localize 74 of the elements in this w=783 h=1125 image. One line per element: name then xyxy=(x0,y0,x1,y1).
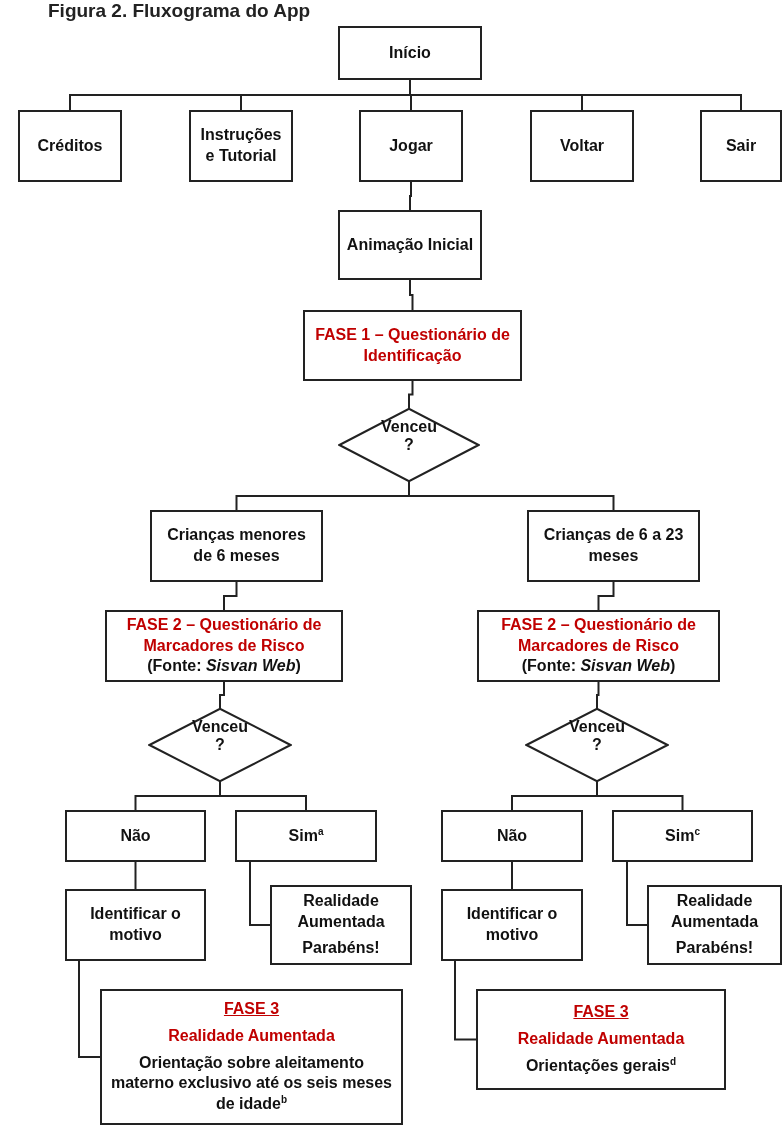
decision-label: Venceu ? xyxy=(191,718,249,755)
connector-line xyxy=(409,279,414,311)
box-label: Sim$^{c}$ xyxy=(664,825,701,846)
process-box xyxy=(612,810,753,862)
box-label: Crianças de 6 a 23 meses xyxy=(542,525,685,566)
process-box xyxy=(18,110,122,182)
decision-diamond xyxy=(148,708,292,782)
decision-diamond xyxy=(525,708,669,782)
connector-line xyxy=(249,861,271,926)
process-box xyxy=(270,885,412,965)
process-box xyxy=(189,110,293,182)
source-note: (Fonte: Sisvan Web) xyxy=(520,656,677,677)
process-box xyxy=(527,510,700,582)
process-box xyxy=(441,810,583,862)
connector-line xyxy=(408,380,414,409)
connector-line xyxy=(409,79,742,111)
connector-line xyxy=(596,681,600,709)
process-box xyxy=(359,110,463,182)
box-label: Início xyxy=(388,42,432,63)
decision-label: Venceu ? xyxy=(380,418,438,455)
decision-label: Venceu ? xyxy=(568,718,626,755)
process-box xyxy=(647,885,782,965)
phase-box xyxy=(477,610,720,682)
phase-box xyxy=(100,989,403,1125)
connector-line xyxy=(78,960,101,1058)
box-label: Jogar xyxy=(388,135,434,156)
figure-title: Figura 2. Fluxograma do App xyxy=(48,0,311,22)
box-sublabel: Parabéns! xyxy=(301,938,381,959)
connector-line xyxy=(511,861,513,890)
process-box xyxy=(65,889,206,961)
box-label: Sair xyxy=(724,135,758,156)
process-box xyxy=(530,110,634,182)
phase-title: Realidade Aumentada xyxy=(516,1029,686,1050)
box-label: Crianças menores de 6 meses xyxy=(166,525,307,566)
phase-description: Orientação sobre aleitamento materno exclusivo até os seis meses de idade$^{b}$ xyxy=(109,1052,393,1115)
phase-title: FASE 1 – Questionário de Identificação xyxy=(314,324,511,366)
connector-line xyxy=(626,861,648,926)
phase-title: Realidade Aumentada xyxy=(167,1025,336,1046)
phase-heading: FASE 3 xyxy=(222,999,281,1019)
process-box xyxy=(235,810,377,862)
box-label: Não xyxy=(119,825,152,846)
process-box xyxy=(338,210,482,280)
box-label: Identificar o motivo xyxy=(465,904,559,945)
phase-title: FASE 2 – Questionário de Marcadores de Risco xyxy=(125,614,323,656)
process-box xyxy=(441,889,583,961)
phase-title: FASE 2 – Questionário de Marcadores de Risco xyxy=(500,614,697,656)
box-label: Realidade Aumentada xyxy=(296,890,386,932)
connector-line xyxy=(454,960,477,1041)
phase-box xyxy=(476,989,726,1090)
box-label: Instruções e Tutorial xyxy=(199,125,283,166)
connector-line xyxy=(219,681,225,709)
phase-description: Orientações gerais$^{d}$ xyxy=(524,1055,678,1076)
connector-line xyxy=(409,181,412,211)
box-label: Créditos xyxy=(36,135,104,156)
box-label: Identificar o motivo xyxy=(89,904,182,945)
phase-box xyxy=(105,610,343,682)
source-note: (Fonte: Sisvan Web) xyxy=(146,656,302,677)
box-sublabel: Parabéns! xyxy=(674,938,755,959)
process-box xyxy=(65,810,206,862)
process-box xyxy=(150,510,323,582)
phase-heading: FASE 3 xyxy=(572,1002,630,1023)
connector-line xyxy=(223,581,238,611)
process-box xyxy=(338,26,482,80)
connector-line xyxy=(219,781,307,811)
connector-line xyxy=(134,861,137,890)
phase-box xyxy=(303,310,522,381)
decision-diamond xyxy=(338,408,480,482)
box-label: Voltar xyxy=(558,135,606,156)
box-label: Realidade Aumentada xyxy=(669,890,760,932)
connector-line xyxy=(597,581,615,611)
process-box xyxy=(700,110,782,182)
box-label: Sim$^{a}$ xyxy=(287,825,325,846)
box-label: Não xyxy=(495,825,529,846)
box-label: Animação Inicial xyxy=(345,234,475,255)
